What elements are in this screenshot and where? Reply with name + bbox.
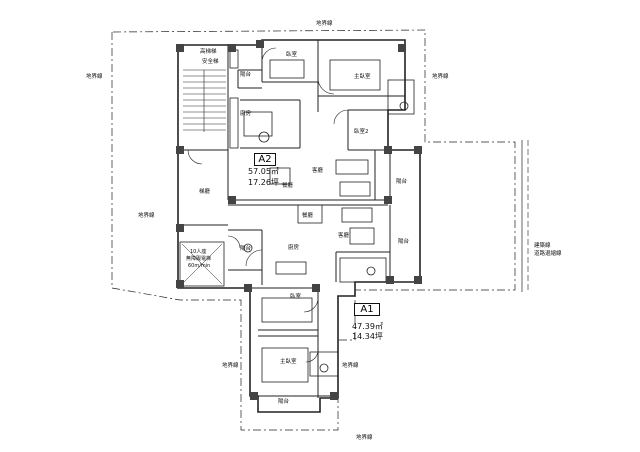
room-balcony-a2-living: 陽台 (396, 179, 408, 185)
structural-columns (176, 40, 422, 400)
room-balcony-a1-living: 陽台 (398, 239, 410, 245)
room-master-bedroom-a1: 主臥室 (280, 359, 297, 365)
elevator-shaft (179, 241, 225, 287)
room-kitchen-a2: 廚房 (240, 111, 252, 117)
elevator-type: 無障礙電梯 (186, 256, 212, 262)
unit-a1-area-m2: 47.39㎡ (352, 322, 383, 331)
elevator-speed: 60m/min (188, 263, 211, 269)
boundary-label-top: 地界線 (316, 21, 333, 27)
boundary-label-bottom: 地界線 (356, 435, 373, 441)
room-balcony-a1-bottom: 陽台 (278, 399, 290, 405)
room-tall-stair: 高梯梯 (200, 49, 217, 55)
unit-a2-area-m2: 57.05㎡ (248, 167, 279, 176)
room-living-a1: 客廳 (338, 233, 350, 239)
stair-steps (183, 69, 226, 132)
room-bedroom2-a2: 臥室2 (354, 129, 369, 135)
setback-label-2: 道路退縮線 (534, 251, 562, 257)
room-safety-stair: 安全梯 (202, 59, 219, 65)
elevator-capacity: 10人座 (190, 249, 207, 255)
room-dining-a1: 餐廳 (302, 213, 314, 219)
boundary-label-left-mid: 地界線 (138, 213, 155, 219)
bath-a1-master (309, 351, 339, 377)
boundary-label-right-top: 地界線 (432, 74, 449, 80)
boundary-label-right-bottom: 地界線 (342, 363, 359, 369)
unit-a2-area-ping: 17.26坪 (248, 178, 279, 187)
room-bedroom-a2: 臥室 (286, 52, 298, 58)
bath-a1 (339, 257, 387, 283)
room-balcony-a2-service: 陽台 (240, 72, 252, 78)
room-bedroom-a1: 臥室 (290, 294, 302, 300)
boundary-label-left-top: 地界線 (86, 74, 103, 80)
room-master-bedroom-a2: 主臥室 (354, 74, 371, 80)
room-dining-a2: 餐廳 (282, 183, 294, 189)
room-kitchen-a1: 廚房 (288, 245, 300, 251)
interior-walls (178, 40, 420, 398)
room-living-a2: 客廳 (312, 168, 324, 174)
unit-a1-area-ping: 14.34坪 (352, 332, 383, 341)
room-stair-hall: 梯廳 (199, 189, 211, 195)
setback-label-1: 建築線 (534, 243, 551, 249)
bath-a2-master (387, 79, 415, 115)
unit-a2-tag: A2 (254, 153, 276, 166)
door-swings (187, 47, 349, 363)
boundary-label-left-bottom: 地界線 (222, 363, 239, 369)
room-balcony-a1-service: 陽台 (240, 246, 252, 252)
unit-a1-tag: A1 (354, 303, 380, 316)
furniture (229, 49, 409, 383)
property-boundary-line (111, 29, 516, 431)
